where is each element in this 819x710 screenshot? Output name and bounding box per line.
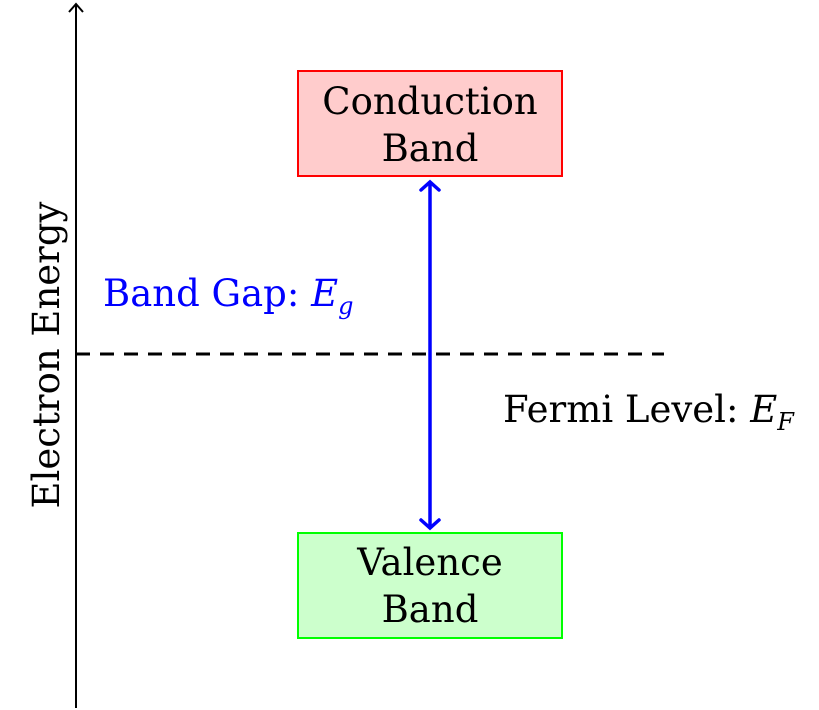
conduction-band-label-line1: Conduction <box>322 80 537 123</box>
energy-axis-label: Electron Energy <box>25 201 68 508</box>
band-gap-symbol: E <box>310 272 338 315</box>
conduction-band-box <box>297 70 563 177</box>
valence-band: Valence Band <box>297 532 563 639</box>
fermi-level-text: Fermi Level: <box>503 388 750 431</box>
fermi-level-label: Fermi Level: EF <box>503 388 795 436</box>
band-gap-subscript: g <box>338 292 353 320</box>
band-gap-text: Band Gap: <box>103 272 311 315</box>
band-gap-label: Band Gap: Eg <box>103 272 353 320</box>
conduction-band-label-line2: Band <box>382 127 479 170</box>
valence-band-label-line2: Band <box>382 588 479 631</box>
valence-band-box <box>297 532 563 639</box>
conduction-band: Conduction Band <box>297 70 563 177</box>
fermi-level-symbol: E <box>749 388 777 431</box>
valence-band-label-line1: Valence <box>356 541 503 584</box>
fermi-level-subscript: F <box>776 408 795 436</box>
